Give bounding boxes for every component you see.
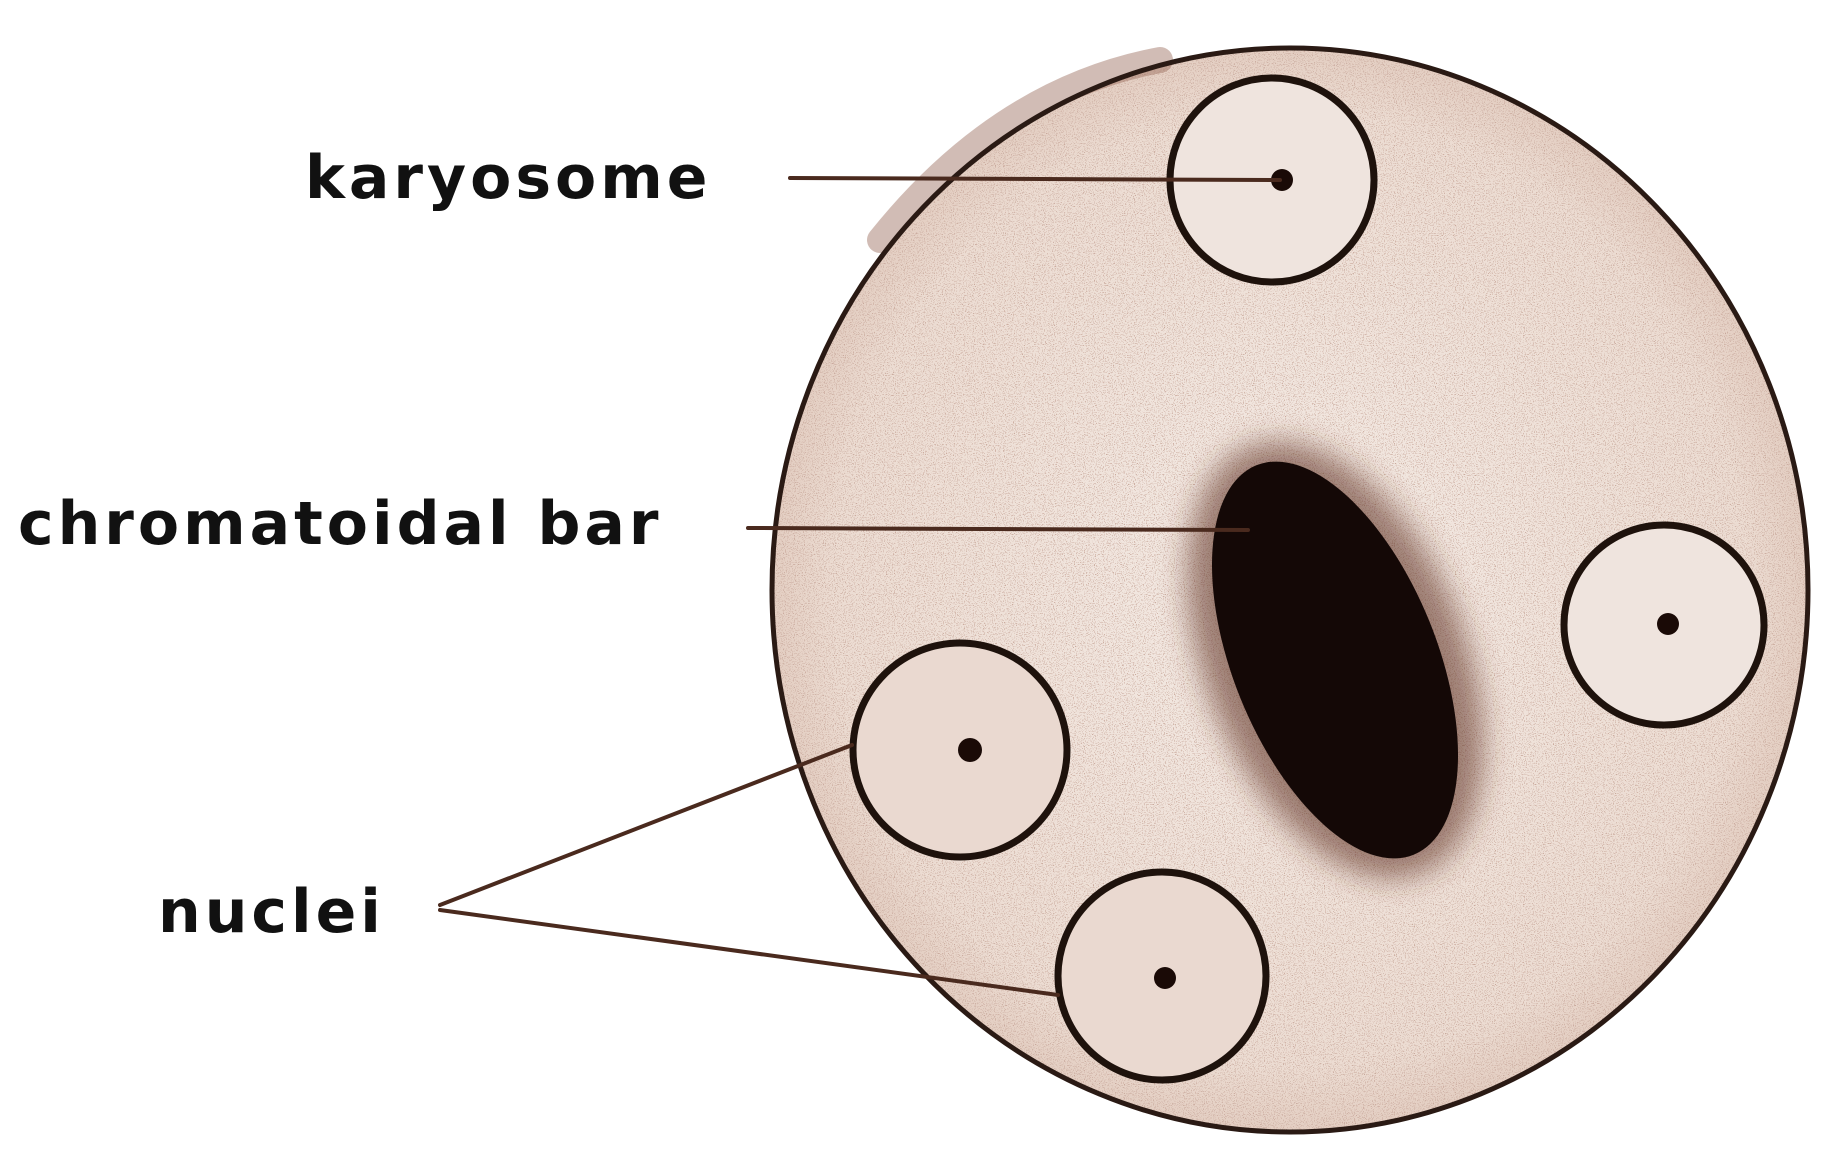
chromatoidal-bar-label: chromatoidal bar: [18, 489, 663, 559]
karyosome-dot: [1154, 967, 1176, 989]
nucleus-right: [1564, 525, 1764, 725]
karyosome-dot: [958, 738, 982, 762]
karyosome-label: karyosome: [305, 143, 711, 213]
karyosome-dot: [1657, 613, 1679, 635]
chromatoidal-bar-leader: [748, 528, 1248, 530]
karyosome-leader: [790, 178, 1280, 180]
nuclei-leader-upper: [440, 745, 852, 905]
nucleus-left: [853, 643, 1067, 857]
nucleus-bottom: [1058, 872, 1266, 1080]
nuclei-label: nuclei: [158, 877, 385, 947]
